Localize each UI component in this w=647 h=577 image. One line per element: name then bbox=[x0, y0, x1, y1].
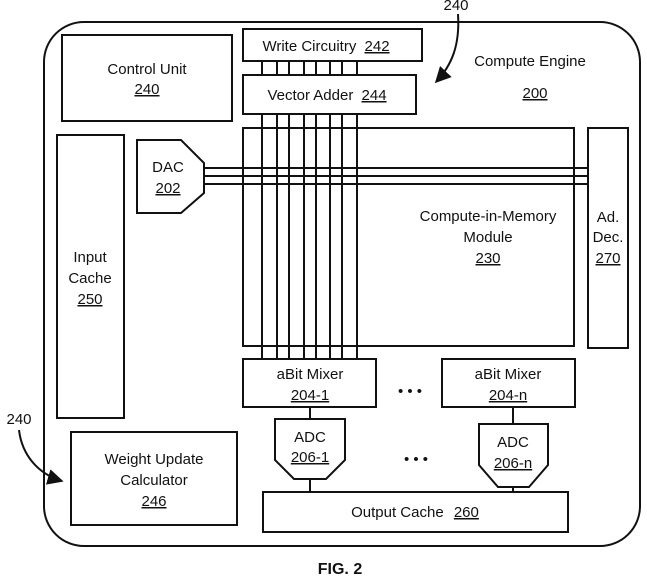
dac-ref: 202 bbox=[155, 180, 180, 197]
adc-ellipsis: • • • bbox=[404, 451, 428, 468]
address-decoder-box bbox=[587, 127, 629, 349]
address-decoder-ref: 270 bbox=[595, 250, 620, 267]
input-cache-box bbox=[56, 134, 125, 419]
adc-n-label: ADC bbox=[497, 434, 529, 451]
word-lines bbox=[204, 167, 588, 185]
cim-module-ref: 230 bbox=[475, 250, 500, 267]
weight-update-ref: 246 bbox=[141, 493, 166, 510]
abit-mixer-1-label: aBit Mixer bbox=[277, 366, 344, 383]
adc-1-ref: 206-1 bbox=[291, 449, 329, 466]
adc-1-label: ADC bbox=[294, 429, 326, 446]
weight-update-label-1: Weight Update bbox=[105, 451, 204, 468]
callout-left-label: 240 bbox=[6, 411, 31, 428]
mixer-ellipsis: • • • bbox=[398, 383, 422, 400]
write-circuitry-label: Write Circuitry 242 bbox=[262, 38, 389, 55]
adc-n-ref: 206-n bbox=[494, 455, 532, 472]
adc-1-shape bbox=[274, 418, 346, 480]
callout-left-arrow bbox=[18, 429, 64, 485]
cim-module-label-1: Compute-in-Memory bbox=[420, 208, 557, 225]
input-cache-label-2: Cache bbox=[68, 270, 111, 287]
vector-adder-label: Vector Adder 244 bbox=[267, 87, 386, 104]
callout-top-arrow bbox=[434, 13, 460, 84]
abit-mixer-n-label: aBit Mixer bbox=[475, 366, 542, 383]
dac-label: DAC bbox=[152, 159, 184, 176]
control-unit-box bbox=[61, 34, 233, 122]
abit-mixer-1-ref: 204-1 bbox=[291, 387, 329, 404]
compute-engine-ref: 200 bbox=[522, 85, 547, 102]
callout-top-label: 240 bbox=[443, 0, 468, 14]
write-circuitry-box bbox=[242, 28, 423, 62]
address-decoder-label-2: Dec. bbox=[593, 229, 624, 246]
figure-label: FIG. 2 bbox=[318, 561, 363, 577]
adc-n-shape bbox=[478, 423, 549, 488]
output-cache-box bbox=[262, 491, 569, 533]
bit-lines-overlay bbox=[261, 128, 358, 346]
cim-module-label-2: Module bbox=[463, 229, 512, 246]
input-cache-ref: 250 bbox=[77, 291, 102, 308]
weight-update-box bbox=[70, 431, 238, 526]
abit-mixer-n-ref: 204-n bbox=[489, 387, 527, 404]
cim-module-box bbox=[242, 127, 575, 347]
connectors bbox=[309, 407, 514, 492]
abit-mixer-n-box bbox=[441, 358, 576, 408]
dac-shape bbox=[136, 139, 205, 214]
compute-engine-label: Compute Engine bbox=[474, 53, 586, 70]
output-cache-label: Output Cache 260 bbox=[351, 504, 479, 521]
input-cache-label-1: Input bbox=[73, 249, 107, 266]
control-unit-label: Control Unit bbox=[107, 61, 187, 78]
weight-update-label-2: Calculator bbox=[120, 472, 188, 489]
vector-adder-box bbox=[242, 74, 417, 115]
control-unit-ref: 240 bbox=[134, 81, 159, 98]
address-decoder-label-1: Ad. bbox=[597, 209, 620, 226]
